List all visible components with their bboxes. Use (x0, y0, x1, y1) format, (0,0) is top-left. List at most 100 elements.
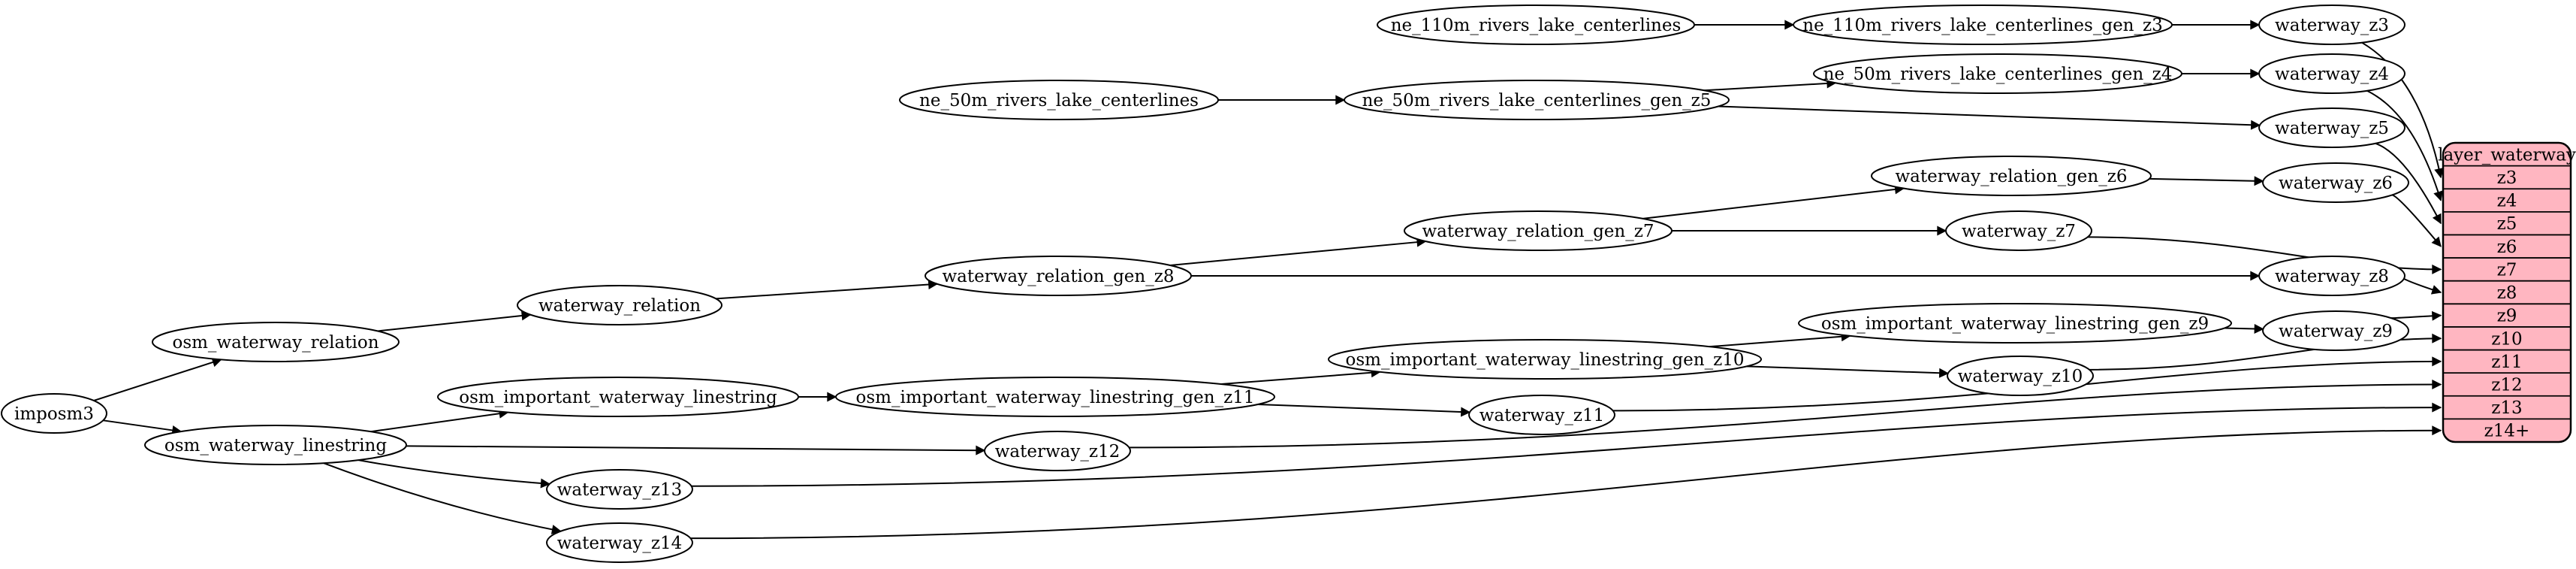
node-ellipse-waterway_relation (517, 285, 722, 325)
edge-waterway_z5-to-layer_waterway-z5 (2375, 142, 2442, 225)
node-label-osm_important_waterway_linestring_gen_z9: osm_important_waterway_linestring_gen_z9 (1821, 314, 2209, 334)
node-ellipse-waterway_z12 (984, 431, 1131, 471)
node-waterway_relation: waterway_relation (517, 285, 722, 325)
node-ellipse-waterway_relation_gen_z8 (925, 256, 1192, 296)
node-osm_important_waterway_linestring_gen_z9: osm_important_waterway_linestring_gen_z9 (1798, 303, 2232, 344)
node-ellipse-waterway_z11 (1468, 395, 1615, 435)
node-waterway_z4: waterway_z4 (2258, 53, 2406, 94)
node-label-waterway_z13: waterway_z13 (557, 480, 683, 500)
node-label-waterway_z12: waterway_z12 (995, 442, 1121, 462)
record-row-z10: z10 (2491, 329, 2522, 349)
node-ellipse-waterway_z4 (2258, 53, 2406, 94)
node-waterway_z10: waterway_z10 (1947, 356, 2094, 396)
node-waterway_relation_gen_z7: waterway_relation_gen_z7 (1404, 210, 1673, 251)
edge-imposm3-to-osm_waterway_linestring (103, 419, 182, 435)
edge-osm_waterway_linestring-to-waterway_z12 (406, 445, 986, 456)
node-ellipse-ne_110m_rivers_lake_centerlines (1377, 5, 1695, 45)
node-ellipse-imposm3 (1, 393, 107, 434)
node-ellipse-waterway_relation_gen_z7 (1404, 210, 1673, 251)
node-label-waterway_z10: waterway_z10 (1958, 367, 2083, 386)
node-label-ne_50m_rivers_lake_centerlines: ne_50m_rivers_lake_centerlines (919, 91, 1199, 110)
node-ellipse-waterway_z8 (2258, 256, 2406, 296)
record-row-z8: z8 (2497, 283, 2517, 303)
node-ellipse-waterway_z7 (1945, 210, 2092, 251)
node-osm_waterway_relation: osm_waterway_relation (152, 322, 400, 362)
node-waterway_relation_gen_z6: waterway_relation_gen_z6 (1871, 156, 2152, 196)
node-imposm3: imposm3 (1, 393, 107, 434)
node-ellipse-waterway_z6 (2262, 162, 2409, 203)
node-label-imposm3: imposm3 (14, 404, 94, 424)
node-waterway_z12: waterway_z12 (984, 431, 1131, 471)
node-osm_waterway_linestring: osm_waterway_linestring (144, 425, 407, 465)
node-label-waterway_relation_gen_z8: waterway_relation_gen_z8 (943, 267, 1175, 286)
edge-osm_important_waterway_linestring_gen_z11-to-waterway_z11 (1257, 403, 1471, 417)
edge-waterway_z3-to-layer_waterway-z3 (2361, 41, 2444, 179)
edge-waterway_z13-to-layer_waterway-z13 (691, 402, 2442, 487)
edge-osm_waterway_linestring-to-osm_important_waterway_linestring (370, 408, 509, 433)
node-label-waterway_z11: waterway_z11 (1480, 406, 1605, 425)
record-row-z4: z4 (2497, 192, 2517, 211)
node-label-osm_waterway_relation: osm_waterway_relation (172, 333, 379, 353)
edge-waterway_z12-to-layer_waterway-z12 (1129, 379, 2442, 449)
node-label-osm_important_waterway_linestring_gen_z10: osm_important_waterway_linestring_gen_z1… (1346, 350, 1745, 370)
node-waterway_z14: waterway_z14 (546, 522, 693, 563)
node-ellipse-ne_50m_rivers_lake_centerlines (899, 80, 1219, 120)
node-waterway_z13: waterway_z13 (546, 469, 693, 510)
node-ellipse-ne_110m_rivers_lake_centerlines_gen_z3 (1793, 5, 2173, 45)
node-label-waterway_relation: waterway_relation (538, 296, 701, 316)
node-ellipse-ne_50m_rivers_lake_centerlines_gen_z4 (1813, 53, 2182, 94)
node-ellipse-waterway_relation_gen_z6 (1871, 156, 2152, 196)
nodes-layer: imposm3 osm_waterway_relation osm_waterway… (1, 5, 2409, 563)
edge-waterway_z4-to-layer_waterway-z4 (2366, 89, 2443, 201)
record-row-z11: z11 (2491, 353, 2522, 372)
node-ellipse-osm_waterway_linestring (144, 425, 407, 465)
node-osm_important_waterway_linestring_gen_z10: osm_important_waterway_linestring_gen_z1… (1328, 339, 1762, 380)
record-row-z14+: z14+ (2484, 422, 2530, 441)
node-waterway_z6: waterway_z6 (2262, 162, 2409, 203)
edge-waterway_relation_gen_z8-to-waterway_relation_gen_z7 (1170, 237, 1427, 266)
record-row-z12: z12 (2491, 376, 2522, 395)
node-waterway_relation_gen_z8: waterway_relation_gen_z8 (925, 256, 1192, 296)
node-label-waterway_z9: waterway_z9 (2279, 322, 2393, 341)
node-ellipse-waterway_z9 (2262, 310, 2409, 351)
edge-osm_waterway_relation-to-waterway_relation (377, 310, 532, 332)
node-ellipse-ne_50m_rivers_lake_centerlines_gen_z5 (1344, 80, 1730, 120)
edge-osm_waterway_linestring-to-waterway_z13 (358, 459, 551, 489)
node-ellipse-waterway_z3 (2258, 5, 2406, 45)
node-waterway_z5: waterway_z5 (2258, 107, 2406, 148)
record-row-z9: z9 (2497, 307, 2517, 326)
record-row-z13: z13 (2491, 398, 2522, 418)
node-ellipse-waterway_z5 (2258, 107, 2406, 148)
node-label-osm_waterway_linestring: osm_waterway_linestring (164, 436, 387, 456)
edge-imposm3-to-osm_waterway_relation (93, 357, 222, 401)
record-layer: layer_waterwayz3z4z5z6z7z8z9z10z11z12z13… (2438, 141, 2576, 443)
record-row-z3: z3 (2497, 168, 2517, 188)
node-ellipse-osm_important_waterway_linestring_gen_z10 (1328, 339, 1762, 380)
node-ellipse-osm_waterway_relation (152, 322, 400, 362)
node-ne_50m_rivers_lake_centerlines_gen_z5: ne_50m_rivers_lake_centerlines_gen_z5 (1344, 80, 1730, 120)
node-ellipse-osm_important_waterway_linestring (437, 377, 799, 417)
edge-osm_important_waterway_linestring_gen_z9-to-waterway_z9 (2224, 323, 2264, 334)
node-waterway_z8: waterway_z8 (2258, 256, 2406, 296)
record-title: layer_waterway (2438, 145, 2576, 165)
edge-waterway_z14-to-layer_waterway-z14+ (690, 425, 2442, 540)
edge-ne_50m_rivers_lake_centerlines_gen_z5-to-waterway_z5 (1718, 105, 2261, 130)
node-label-waterway_z8: waterway_z8 (2275, 267, 2389, 286)
node-label-waterway_z6: waterway_z6 (2279, 174, 2393, 193)
node-label-osm_important_waterway_linestring_gen_z11: osm_important_waterway_linestring_gen_z1… (856, 388, 1255, 407)
node-label-waterway_z3: waterway_z3 (2275, 16, 2389, 35)
node-ellipse-osm_important_waterway_linestring_gen_z11 (835, 377, 1275, 417)
node-label-waterway_z14: waterway_z14 (557, 534, 683, 553)
node-waterway_z3: waterway_z3 (2258, 5, 2406, 45)
edge-waterway_relation-to-waterway_relation_gen_z8 (716, 280, 939, 300)
node-label-osm_important_waterway_linestring: osm_important_waterway_linestring (459, 388, 777, 407)
record-row-z6: z6 (2497, 238, 2517, 257)
node-ellipse-osm_important_waterway_linestring_gen_z9 (1798, 303, 2232, 344)
node-waterway_z9: waterway_z9 (2262, 310, 2409, 351)
node-ellipse-waterway_z14 (546, 522, 693, 563)
node-label-ne_50m_rivers_lake_centerlines_gen_z5: ne_50m_rivers_lake_centerlines_gen_z5 (1362, 91, 1712, 110)
edge-waterway_z6-to-layer_waterway-z6 (2391, 194, 2442, 247)
node-label-waterway_z5: waterway_z5 (2275, 119, 2389, 138)
edge-osm_important_waterway_linestring_gen_z10-to-osm_important_waterway_linestring_gen_z9 (1709, 331, 1851, 348)
